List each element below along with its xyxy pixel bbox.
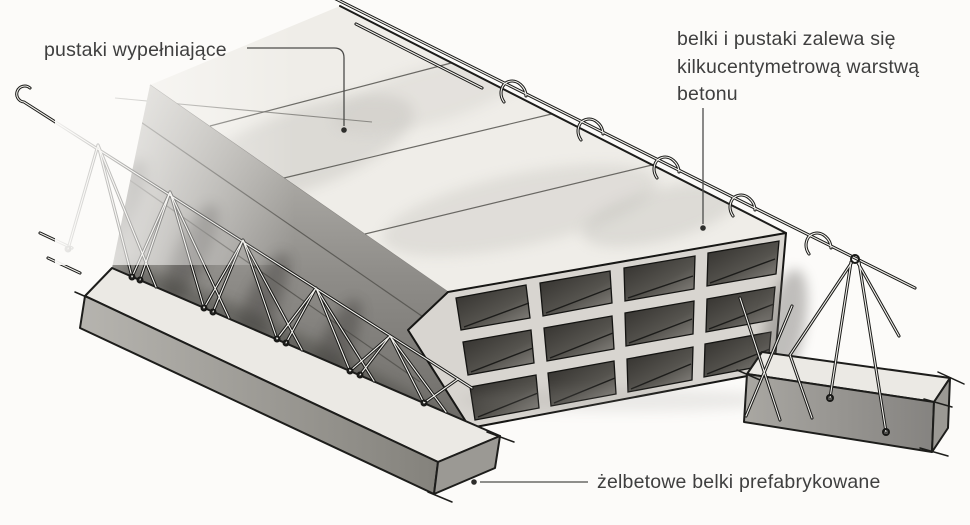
sketch-overshoot-ticks (736, 369, 965, 457)
hollow-cell (626, 346, 694, 393)
sketch-overshoot-ticks (74, 291, 515, 503)
leader-dot (471, 479, 477, 485)
hollow-cell (706, 240, 780, 287)
hollow-cell (455, 284, 531, 331)
leader-dot (341, 127, 347, 133)
label-concrete-layer-line1: belki i pustaki zalewa się (677, 28, 896, 50)
right-beam-end-face (931, 377, 951, 453)
hollow-cell (539, 270, 613, 317)
hollow-cell (623, 255, 696, 302)
cut-face-ground-shadow (460, 388, 780, 412)
girder-apex-loop (850, 254, 860, 264)
near-prefab-beam (74, 267, 515, 503)
label-concrete-layer: belki i pustaki zalewa się kilkucentymet… (677, 26, 919, 109)
leader-dot (700, 225, 706, 231)
leader-filler-blocks (247, 47, 345, 126)
joint-line (283, 111, 561, 179)
joint-line (364, 164, 653, 235)
cross-section-face (407, 232, 787, 429)
right-lattice-girder (738, 254, 901, 436)
label-prefab-beams: żelbetowe belki prefabrykowane (597, 471, 881, 493)
surface-far-edge (339, 5, 787, 234)
bar-end-loop (826, 394, 834, 402)
hollow-cell (462, 329, 535, 376)
bar-end-loop (882, 428, 890, 436)
leader-lines (247, 47, 706, 485)
label-filler-blocks: pustaki wypełniające (44, 39, 227, 61)
label-concrete-layer-line2: kilkucentymetrową warstwą (677, 55, 920, 78)
near-beam-end-face (433, 435, 501, 495)
label-concrete-layer-line3: betonu (677, 83, 738, 105)
sketch-fade (55, 0, 295, 265)
hollow-cell (624, 300, 695, 347)
hollow-cell (543, 315, 615, 362)
